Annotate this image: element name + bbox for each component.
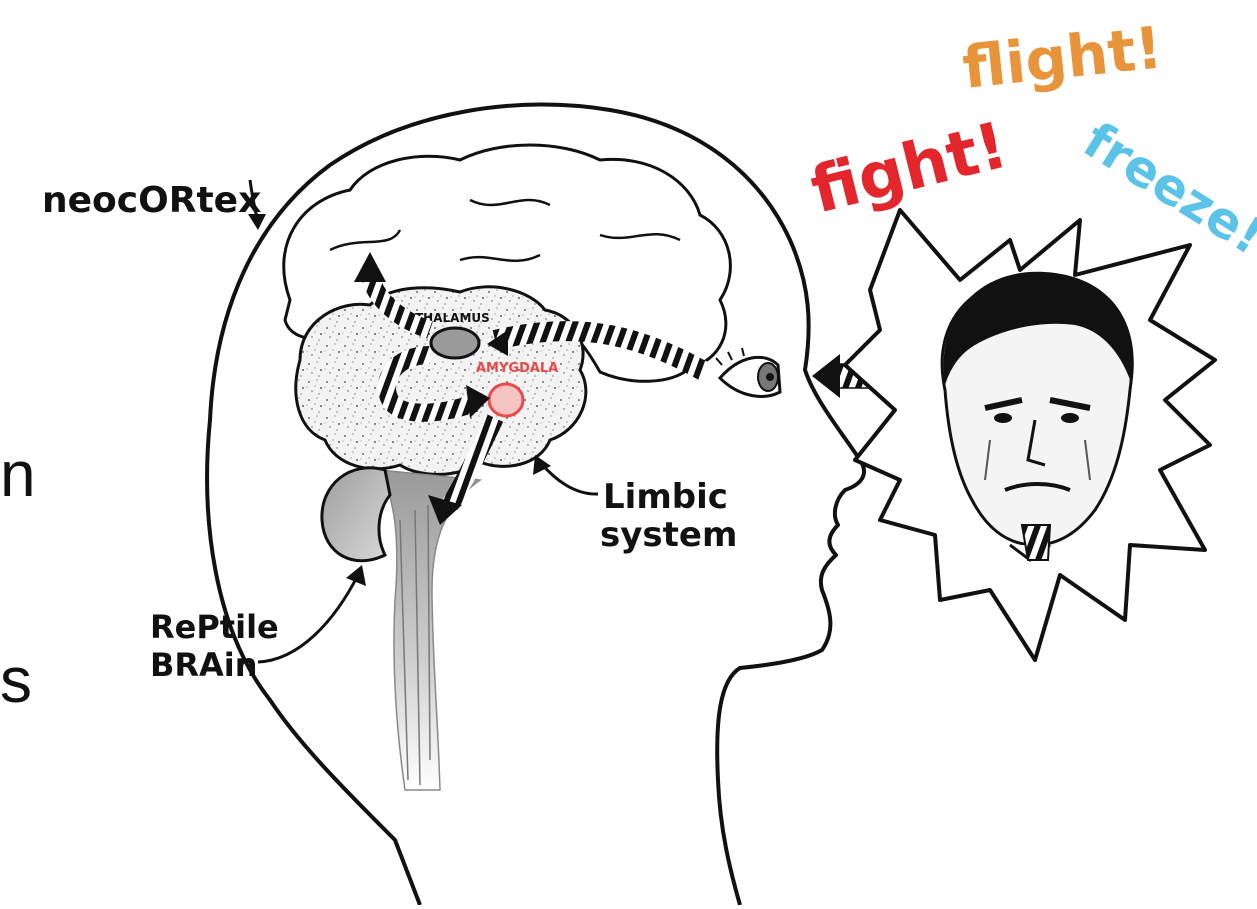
cropped-text-fragment: n bbox=[0, 442, 36, 506]
fight-label: fight! bbox=[804, 109, 1015, 229]
amygdala bbox=[489, 384, 523, 416]
freeze-label: freeze! bbox=[1074, 111, 1257, 266]
limbic-label-line1: Limbic bbox=[603, 477, 728, 517]
neocortex-label: neocORtex bbox=[42, 180, 261, 221]
arrowhead bbox=[248, 214, 266, 230]
thalamus bbox=[431, 328, 479, 358]
amygdala-label: AMYGDALA bbox=[476, 361, 558, 376]
limbic-label-line2: system bbox=[600, 515, 737, 555]
flight-label: flight! bbox=[959, 13, 1165, 102]
reptile-label-line2: BRAin bbox=[150, 646, 258, 684]
reptile-label-line1: RePtile bbox=[150, 608, 279, 646]
cropped-text-fragment: s bbox=[0, 648, 32, 712]
